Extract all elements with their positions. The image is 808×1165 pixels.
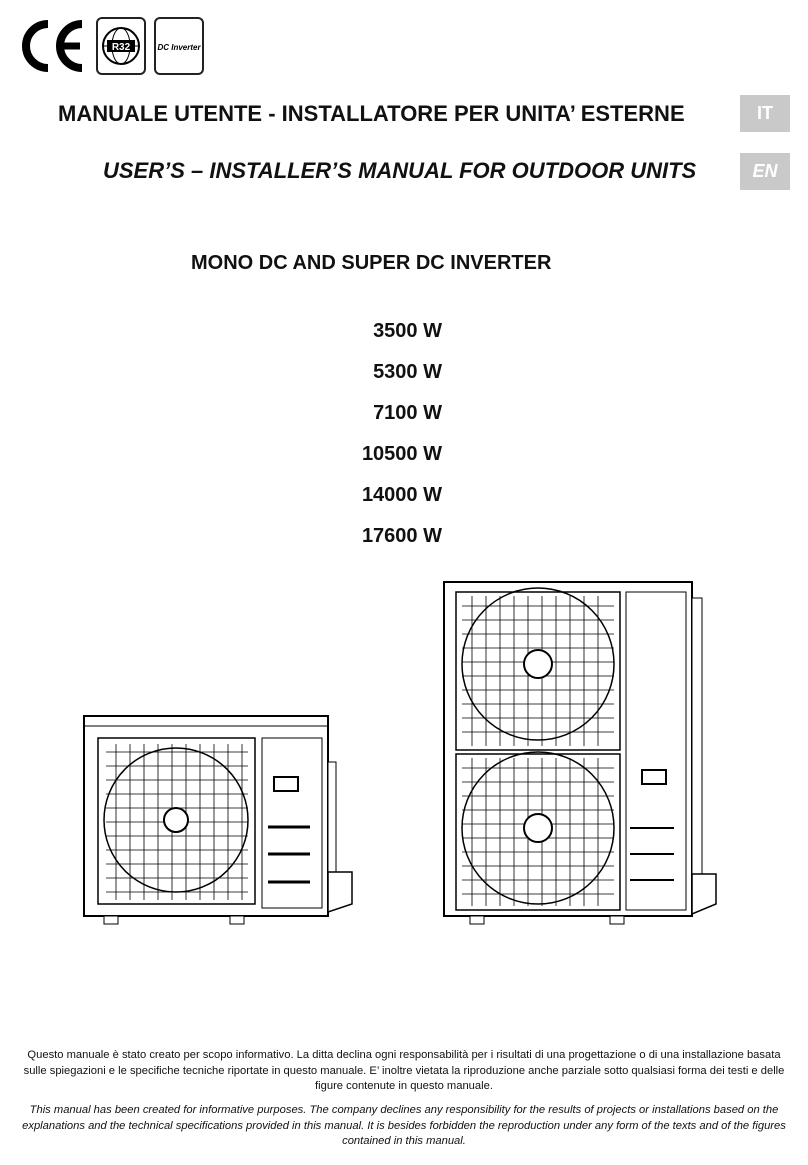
model-capacity: 10500 W (361, 443, 442, 465)
r32-label: R32 (112, 42, 131, 53)
outdoor-unit-single-fan-illustration (83, 715, 353, 925)
model-capacity: 14000 W (361, 484, 442, 506)
disclaimer-english: This manual has been created for informa… (22, 1104, 786, 1147)
language-tab-it: IT (740, 95, 790, 132)
title-italian: MANUALE UTENTE - INSTALLATORE PER UNITA’… (58, 101, 685, 126)
model-capacity: 7100 W (373, 402, 442, 424)
title-english: USER’S – INSTALLER’S MANUAL FOR OUTDOOR … (103, 158, 697, 183)
model-capacity: 3500 W (373, 320, 442, 342)
dc-inverter-label: DC Inverter (157, 43, 201, 52)
r32-refrigerant-icon: R32 (96, 17, 146, 75)
product-series-subtitle: MONO DC AND SUPER DC INVERTER (191, 252, 552, 274)
ce-mark-icon (22, 20, 83, 72)
language-tab-en: EN (740, 153, 790, 190)
model-capacity-list: 3500 W 5300 W 7100 W 10500 W 14000 W 176… (350, 316, 442, 562)
model-capacity: 17600 W (361, 525, 442, 547)
disclaimer-italian: Questo manuale è stato creato per scopo … (23, 1049, 785, 1092)
outdoor-unit-dual-fan-illustration (443, 581, 717, 925)
model-capacity: 5300 W (373, 361, 442, 383)
certification-logos: R32 DC Inverter (18, 16, 204, 76)
dc-inverter-icon: DC Inverter (154, 17, 204, 75)
